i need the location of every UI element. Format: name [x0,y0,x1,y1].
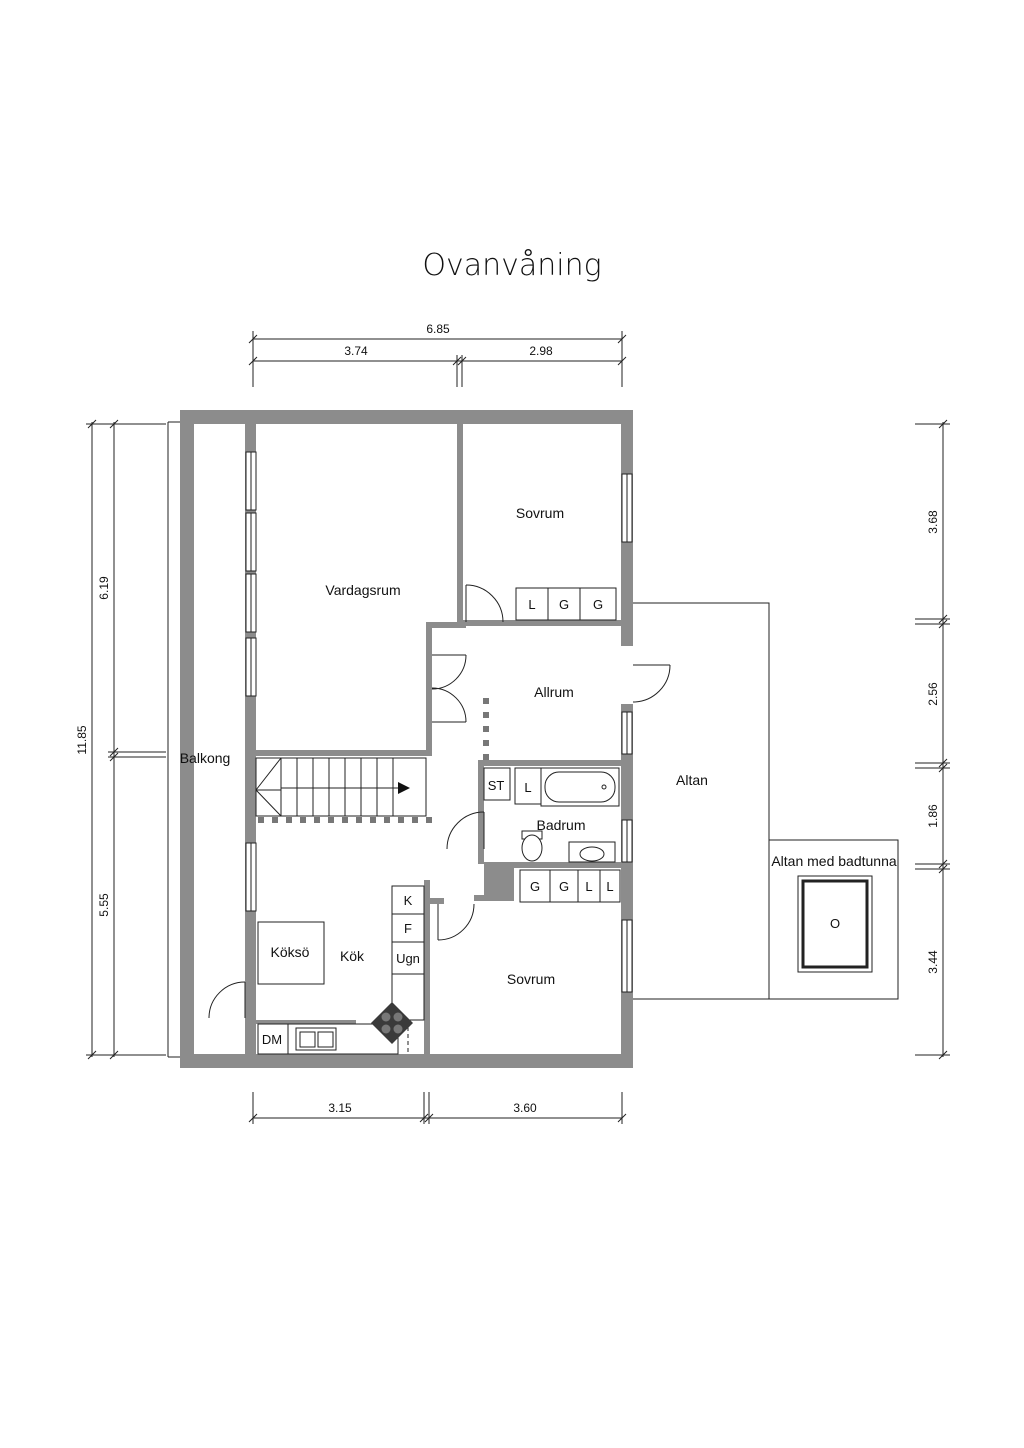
wardrobe-top-2: G [559,597,569,612]
laundry-l: L [524,780,531,795]
wardrobe-bottom [519,869,621,903]
plan-title: Ovanvåning [422,247,601,283]
wardrobe-bottom-1: G [530,879,540,894]
bathroom-fixtures [483,767,620,863]
dim-right-1: 3.68 [926,510,940,534]
hot-tub-label: O [830,916,840,931]
kitchen-island: Köksö [271,944,310,960]
dim-left-upper: 6.19 [97,576,111,600]
kitchen-fixtures [257,885,425,1055]
storage-st: ST [488,778,505,793]
room-kok: Kök [340,948,365,964]
dim-left-total: 11.85 [75,725,89,754]
stove-icon [371,1002,413,1044]
room-badrum: Badrum [536,817,585,833]
room-balkong: Balkong [180,750,231,766]
staircase [255,757,427,817]
room-sovrum-bottom: Sovrum [507,971,555,987]
freezer-f: F [404,921,412,936]
room-vardagsrum: Vardagsrum [325,582,400,598]
dim-top-total: 6.85 [426,322,450,336]
outdoor-outlines [167,421,899,1058]
railing-posts [258,698,489,823]
dimension-lines [86,331,950,1124]
wardrobe-bottom-3: L [585,879,592,894]
dim-bottom-left: 3.15 [328,1101,352,1115]
room-altan-badtunna: Altan med badtunna [771,853,897,869]
wardrobe-top [515,587,617,621]
wardrobe-top-1: L [528,597,535,612]
hot-tub [797,875,873,973]
dim-bottom-right: 3.60 [513,1101,537,1115]
wardrobe-top-3: G [593,597,603,612]
fridge-k: K [404,893,413,908]
dim-top-right: 2.98 [529,344,553,358]
dim-right-3: 1.86 [926,804,940,828]
wall-openings [194,646,633,1018]
room-sovrum-top: Sovrum [516,505,564,521]
oven-ugn: Ugn [396,951,420,966]
windows [245,451,633,993]
dishwasher-dm: DM [262,1032,282,1047]
room-allrum: Allrum [534,684,574,700]
wardrobe-bottom-2: G [559,879,569,894]
dim-right-2: 2.56 [926,682,940,706]
doors [208,584,671,1019]
wardrobe-bottom-4: L [606,879,613,894]
dim-right-4: 3.44 [926,950,940,974]
dim-top-left: 3.74 [344,344,368,358]
dim-left-lower: 5.55 [97,893,111,917]
room-altan: Altan [676,772,708,788]
stair-arrow-icon [398,782,410,794]
